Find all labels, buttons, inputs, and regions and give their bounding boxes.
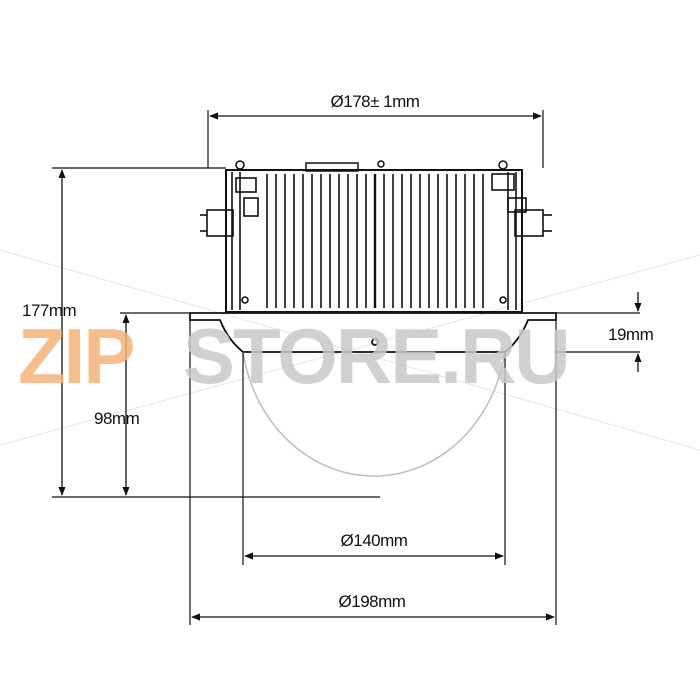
background-lines bbox=[0, 249, 700, 451]
heatsink-fins bbox=[266, 174, 484, 308]
total-height-label: 177mm bbox=[22, 301, 77, 320]
left-mounting-bracket bbox=[200, 172, 259, 310]
watermark: ZIP STORE.RU bbox=[18, 312, 571, 400]
dimension-arrows bbox=[58, 112, 642, 621]
top-cap bbox=[305, 162, 359, 172]
extension-lines bbox=[52, 110, 640, 625]
dome-lens bbox=[242, 351, 506, 477]
flange-thickness-label: 19mm bbox=[608, 325, 654, 344]
top-diameter-label: Ø178± 1mm bbox=[331, 92, 420, 111]
watermark-accent: ZIP bbox=[18, 312, 133, 400]
dome-diameter-label: Ø140mm bbox=[341, 531, 408, 550]
right-mounting-bracket bbox=[491, 172, 552, 310]
dome-height-label: 98mm bbox=[94, 409, 140, 428]
watermark-main: STORE.RU bbox=[183, 312, 569, 400]
heatsink-body bbox=[225, 169, 523, 313]
lamp-housing bbox=[200, 160, 552, 313]
flange-diameter-label: Ø198mm bbox=[339, 592, 406, 611]
